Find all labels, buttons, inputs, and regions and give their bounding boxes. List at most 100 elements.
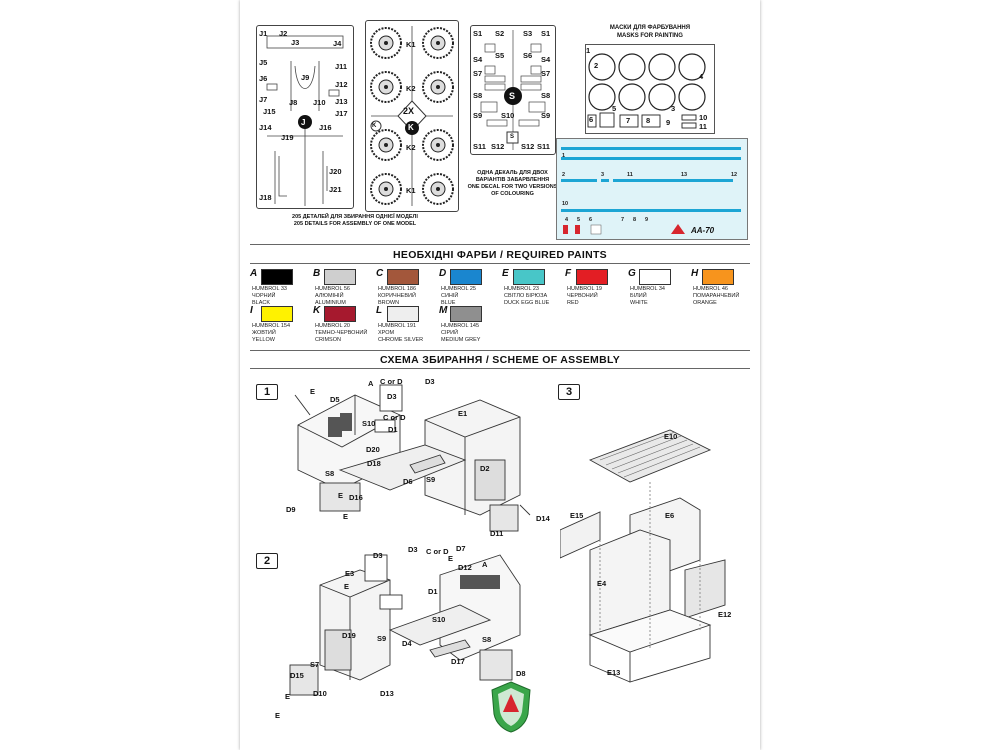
decal-sheet: 1 2 3 11 13 12 10 4 5 6 7 8 9 AA-70 xyxy=(556,138,748,240)
part-label: S12 xyxy=(491,142,505,151)
paint-name-ua: ЧЕРВОНИЙ xyxy=(567,292,598,299)
part-label: S7 xyxy=(541,69,551,78)
decal-number: 5 xyxy=(577,217,581,223)
decal-stripe xyxy=(601,179,609,182)
decal-stripe xyxy=(561,209,741,212)
part-label: S1 xyxy=(541,29,551,38)
assembly-part-label: E10 xyxy=(664,432,678,441)
assembly-part-label: D8 xyxy=(516,669,526,678)
assembly-part-label: D16 xyxy=(349,493,363,502)
part-label: J19 xyxy=(281,133,294,142)
mask-number: 5 xyxy=(612,104,617,113)
assembly-part-label: S8 xyxy=(482,635,492,644)
part-label: J10 xyxy=(313,98,326,107)
decal-number: 11 xyxy=(627,172,633,178)
paint-name-ua: СВІТЛО БІРЮЗА xyxy=(504,292,548,299)
assembly-part-label: A xyxy=(368,379,374,388)
details-count-en: 205 DETAILS FOR ASSEMBLY OF ONE MODEL xyxy=(293,220,417,227)
assembly-part-label: D20 xyxy=(366,445,380,454)
paint-name-en: YELLOW xyxy=(252,336,275,343)
part-label: S2 xyxy=(495,29,505,38)
decal-code: AA-70 xyxy=(691,226,715,235)
decal-number: 9 xyxy=(645,217,649,223)
decal-number: 7 xyxy=(621,217,625,223)
part-label: J5 xyxy=(259,58,268,67)
decal-number: 3 xyxy=(601,172,605,178)
paint-name-en: ORANGE xyxy=(693,299,717,306)
part-label: J9 xyxy=(301,73,310,82)
paint-name-ua: СІРИЙ xyxy=(441,329,459,336)
assembly-part-label: D5 xyxy=(330,395,340,404)
decal-number: 6 xyxy=(589,217,593,223)
paint-code: HUMBROL 145 xyxy=(441,323,480,329)
paint-swatch xyxy=(576,269,608,285)
assembly-part-label: D15 xyxy=(290,671,304,680)
paint-letter: K xyxy=(313,305,321,316)
assembly-part-label: D4 xyxy=(402,639,412,648)
wheel-center xyxy=(384,187,388,191)
wheel-group xyxy=(370,27,454,205)
paint-code: HUMBROL 23 xyxy=(504,286,539,292)
paint-letter: B xyxy=(313,268,321,279)
part-label: S3 xyxy=(523,29,533,38)
paint-name-ua: ПОМАРАНЧЕВИЙ xyxy=(693,292,740,299)
mask-number: 11 xyxy=(699,122,707,131)
masks-title: МАСКИ ДЛЯ ФАРБУВАННЯ MASKS FOR PAINTING xyxy=(575,25,725,40)
divider xyxy=(250,368,750,369)
assembly-part-label: E3 xyxy=(345,569,355,578)
assembly-part-label: D3 xyxy=(425,377,435,386)
decal-number: 1 xyxy=(562,153,566,159)
part-label: S9 xyxy=(541,111,551,120)
part-label: J8 xyxy=(289,98,298,107)
paint-letter: C xyxy=(376,268,384,279)
part-label: J17 xyxy=(335,109,348,118)
assembly-part-label: A xyxy=(482,560,488,569)
part-label: S10 xyxy=(501,111,515,120)
sprue-j-letter: J xyxy=(301,118,306,127)
assembly-part-label: E xyxy=(275,711,281,720)
assembly-part-label: C or D xyxy=(426,547,449,556)
part-label: S5 xyxy=(495,51,505,60)
decal-note-ua: ОДНА ДЕКАЛЬ ДЛЯ ДВОХ ВАРІАНТІВ ЗАБАРВЛЕН… xyxy=(475,170,550,183)
assembly-part-label: D1 xyxy=(388,425,398,434)
assembly-part-label: S10 xyxy=(362,419,376,428)
mask-number: 8 xyxy=(646,116,651,125)
part-label: J20 xyxy=(329,167,342,176)
sprue-j: J1 J2 J3 J4 J5 J6 J7 J8 J9 J10 J11 J12 J… xyxy=(256,25,354,209)
part-label: S8 xyxy=(541,91,551,100)
mask-number: 7 xyxy=(626,116,631,125)
assembly-part-label: E xyxy=(310,387,316,396)
assembly-part-label: D14 xyxy=(536,514,550,523)
decal-number: 4 xyxy=(565,217,569,223)
sprue-k-badge: K xyxy=(372,123,377,129)
part-label: K1 xyxy=(406,186,416,195)
paint-letter: A xyxy=(250,268,258,279)
assembly-part-label: S9 xyxy=(426,475,436,484)
assembly-part-label: E xyxy=(448,554,454,563)
part-label: J13 xyxy=(335,97,348,106)
assembly-part-label: D10 xyxy=(313,689,327,698)
decal-marks xyxy=(563,224,602,235)
paint-letter: H xyxy=(691,268,699,279)
step-3-badge: 3 xyxy=(558,384,580,400)
decal-stripe xyxy=(561,147,741,150)
assembly-part-label: C or D xyxy=(380,377,403,386)
assembly-part-label: D18 xyxy=(367,459,381,468)
paint-name-ua: БІЛИЙ xyxy=(630,292,647,299)
part-label: S7 xyxy=(473,69,483,78)
decal-number: 13 xyxy=(681,172,688,178)
assembly-part-label: E xyxy=(344,582,350,591)
paint-letter: D xyxy=(439,268,447,279)
assembly-part-label: E12 xyxy=(718,610,732,619)
part-label: J14 xyxy=(259,123,272,132)
